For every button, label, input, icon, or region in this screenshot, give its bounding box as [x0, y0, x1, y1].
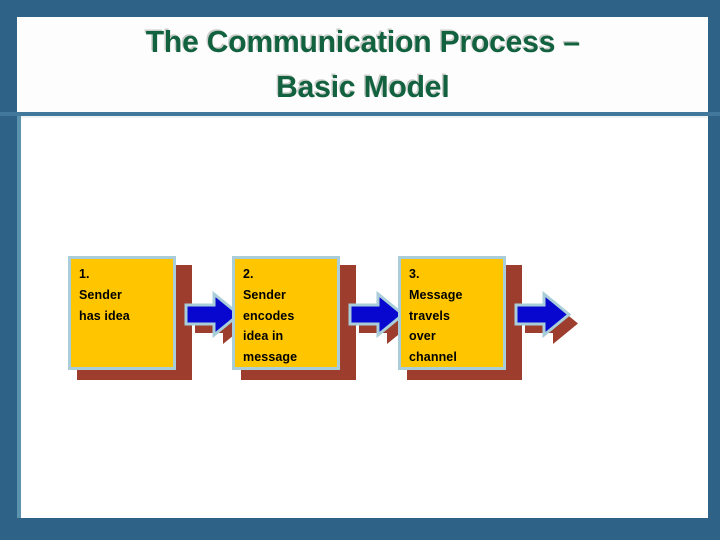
content-panel: [17, 116, 708, 518]
page-title: The Communication Process – Basic Model: [145, 24, 580, 104]
title-divider: [0, 112, 720, 116]
title-panel: The Communication Process – Basic Model: [17, 17, 708, 112]
content-top-edge: [21, 116, 708, 118]
content-left-edge: [17, 116, 21, 518]
